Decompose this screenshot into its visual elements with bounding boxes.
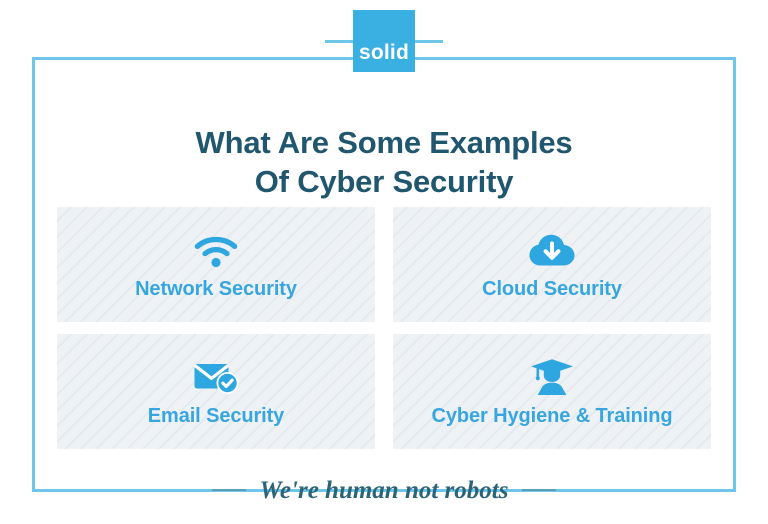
footer-dash-right-icon bbox=[522, 489, 557, 491]
category-card-label: Email Security bbox=[147, 405, 285, 427]
category-card-network-security[interactable]: Network Security bbox=[57, 207, 375, 322]
graduate-person-icon bbox=[528, 357, 576, 397]
page-title: What Are Some Examples Of Cyber Security bbox=[0, 123, 768, 202]
wifi-icon bbox=[192, 230, 240, 270]
category-card-cyber-hygiene-training[interactable]: Cyber Hygiene & Training bbox=[393, 334, 711, 449]
footer-tagline-text: We're human not robots bbox=[259, 476, 509, 504]
logo-dash-left-icon bbox=[325, 39, 353, 43]
category-card-grid: Network Security Cloud Security bbox=[57, 207, 711, 455]
category-card-email-security[interactable]: Email Security bbox=[57, 334, 375, 449]
logo-square: solid bbox=[353, 10, 415, 72]
category-card-label: Cyber Hygiene & Training bbox=[431, 405, 673, 427]
category-card-label: Network Security bbox=[135, 278, 297, 300]
page-title-line-2: Of Cyber Security bbox=[254, 164, 514, 200]
footer-dash-left-icon bbox=[211, 489, 246, 491]
cloud-download-icon bbox=[528, 230, 576, 270]
logo-dash-right-icon bbox=[415, 39, 443, 43]
category-card-label: Cloud Security bbox=[482, 278, 622, 300]
category-card-cloud-security[interactable]: Cloud Security bbox=[393, 207, 711, 322]
brand-logo: solid bbox=[0, 10, 768, 72]
email-check-icon bbox=[192, 357, 240, 397]
page-title-line-1: What Are Some Examples bbox=[195, 124, 573, 160]
footer-tagline: We're human not robots bbox=[0, 470, 768, 510]
logo-wordmark: solid bbox=[358, 41, 409, 64]
